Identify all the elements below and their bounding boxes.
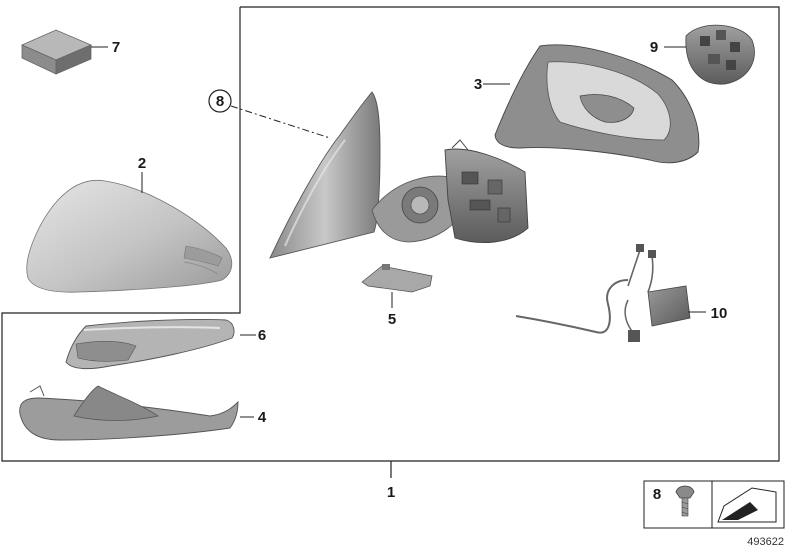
callout-labels: 1 2 3 4 5 6 7 8 9 10: [112, 39, 728, 501]
frame-lines: [1, 6, 780, 478]
part-2-mirror-cap: [26, 172, 233, 293]
callout-7: 7: [112, 39, 120, 56]
part-4-lower-trim: [19, 385, 254, 441]
part-8-leader: [208, 89, 331, 139]
callout-10: 10: [711, 305, 728, 322]
diagram-id: 493622: [747, 536, 784, 548]
installation-angle-icon: [717, 487, 777, 523]
callout-6: 6: [258, 327, 266, 344]
callout-3: 3: [474, 76, 482, 93]
callout-4: 4: [258, 409, 267, 426]
part-9-motor-unit: [664, 24, 755, 85]
mirror-base-arm: [371, 175, 471, 243]
part-3-housing-frame: [483, 44, 700, 164]
legend-callout-8: 8: [653, 486, 661, 503]
mirror-actuator-housing: [444, 139, 529, 243]
callout-1: 1: [387, 484, 395, 501]
part-10-wiring-harness: [515, 244, 706, 342]
part-6-turn-signal: [65, 319, 256, 370]
legend-box: 8: [643, 480, 785, 529]
callout-2: 2: [138, 155, 146, 172]
part-5-bracket: [361, 264, 433, 308]
callout-5: 5: [388, 311, 396, 328]
callout-9: 9: [650, 39, 658, 56]
mirror-glass: [269, 91, 381, 259]
callout-8-circled: 8: [216, 93, 224, 110]
part-7-block: [21, 29, 108, 75]
screw-icon: [675, 485, 695, 517]
